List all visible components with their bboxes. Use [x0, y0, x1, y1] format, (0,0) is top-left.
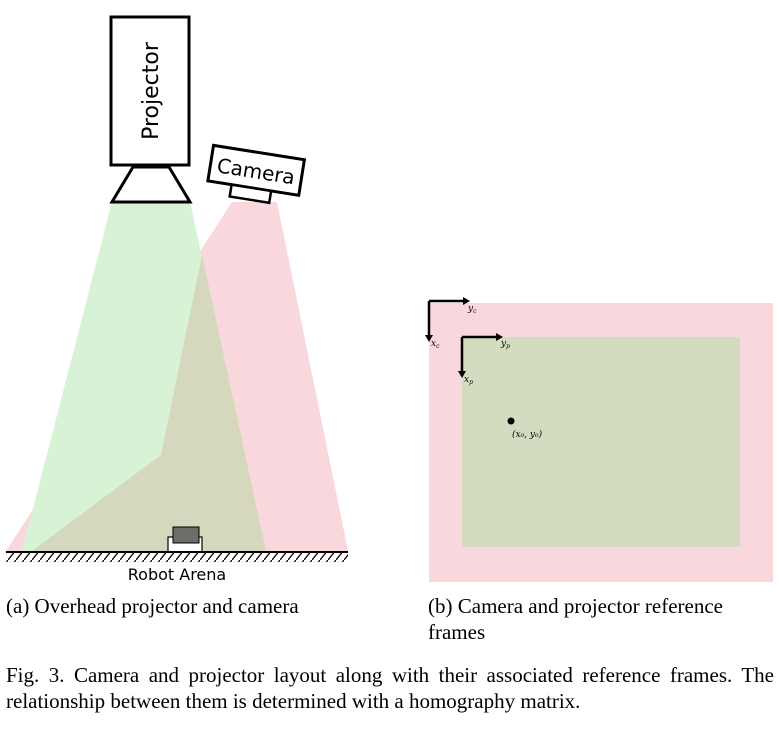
projector-label: Projector [139, 41, 164, 140]
panel-b-diagram: yc xc yp xp (x₀, y₀) [425, 297, 773, 582]
projector-x-axis-label: xp [464, 375, 473, 386]
reference-point-label: (x₀, y₀) [512, 429, 543, 440]
projector-y-axis-label: yp [500, 339, 510, 350]
projector-axes [458, 333, 503, 378]
beam-overlap-region [32, 255, 266, 551]
camera-y-axis-label: yc [467, 304, 477, 315]
figure-caption: Fig. 3. Camera and projector layout alon… [6, 663, 774, 713]
projector-body [109, 15, 191, 167]
projector-lens [109, 165, 193, 204]
camera-x-axis-label: xc [431, 339, 440, 350]
panel-a-caption: (a) Overhead projector and camera [6, 594, 299, 618]
arena-label: Robot Arena [128, 565, 226, 584]
camera-lens [228, 183, 273, 205]
reference-point [507, 417, 515, 425]
projector-frame-region [462, 337, 740, 547]
panel-b-caption: (b) Camera and projector reference frame… [428, 594, 723, 644]
camera-axes [425, 297, 470, 342]
panel-a-diagram: Projector Camera Robot Arena [6, 15, 348, 584]
camera-device: Camera [206, 143, 307, 205]
robot [167, 526, 203, 553]
ground-hatching [6, 552, 348, 562]
robot-body [172, 526, 200, 544]
